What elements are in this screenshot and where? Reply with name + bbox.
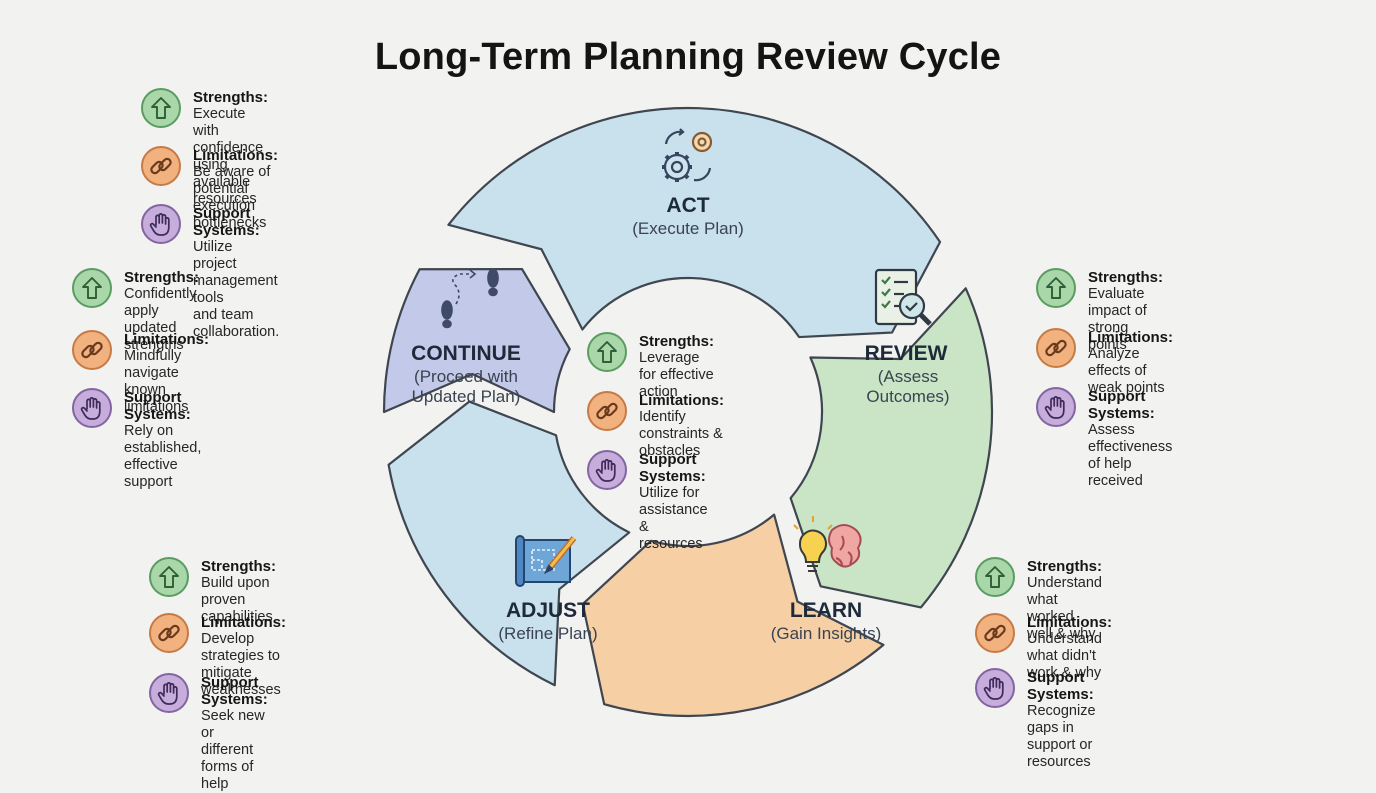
chain-link-icon bbox=[141, 146, 181, 186]
stage-learn-sub: (Gain Insights) bbox=[771, 624, 882, 643]
segment-adjust bbox=[387, 400, 631, 687]
learn-limitations: Limitations:Understand what didn't work … bbox=[975, 613, 1112, 682]
segment-continue bbox=[382, 268, 571, 414]
stage-learn-name: LEARN bbox=[790, 599, 862, 622]
center-support: Support Systems:Utilize for assistance &… bbox=[587, 450, 708, 553]
stage-adjust-sub: (Refine Plan) bbox=[498, 624, 597, 643]
arrow-up-icon bbox=[587, 332, 627, 372]
chain-link-icon bbox=[1036, 328, 1076, 368]
gears-icon bbox=[662, 128, 713, 182]
learn-support: Support Systems:Recognize gaps in suppor… bbox=[975, 668, 1096, 771]
chain-link-icon bbox=[72, 330, 112, 370]
stage-adjust-name: ADJUST bbox=[506, 599, 590, 622]
segment-act bbox=[447, 106, 942, 339]
stage-continue-sub2: Updated Plan) bbox=[412, 387, 521, 406]
arrow-up-icon bbox=[72, 268, 112, 308]
stage-act-sub: (Execute Plan) bbox=[632, 219, 744, 238]
continue-limitations: Limitations:Mindfully navigate known lim… bbox=[72, 330, 209, 416]
checklist-magnifier-icon bbox=[874, 268, 932, 326]
chain-link-icon bbox=[149, 613, 189, 653]
blueprint-pencil-icon bbox=[515, 535, 577, 587]
stage-continue-sub1: (Proceed with bbox=[414, 367, 518, 386]
act-limitations: Limitations:Be aware of potential execut… bbox=[141, 146, 278, 232]
arrow-up-icon bbox=[1036, 268, 1076, 308]
continue-strengths: Strengths:Confidently apply updated stre… bbox=[72, 268, 199, 354]
hand-icon bbox=[1036, 387, 1076, 427]
arrow-up-icon bbox=[141, 88, 181, 128]
hand-icon bbox=[141, 204, 181, 244]
chain-link-icon bbox=[587, 391, 627, 431]
segment-learn bbox=[581, 513, 885, 718]
hand-icon bbox=[587, 450, 627, 490]
arrow-up-icon bbox=[975, 557, 1015, 597]
page-title: Long-Term Planning Review Cycle bbox=[374, 36, 1002, 78]
hand-icon bbox=[72, 388, 112, 428]
center-limitations: Limitations:Identify constraints &obstac… bbox=[587, 391, 724, 460]
review-support: Support Systems:Assess effectiveness of … bbox=[1036, 387, 1172, 490]
act-support: Support Systems:Utilize project manageme… bbox=[141, 204, 279, 341]
hand-icon bbox=[975, 668, 1015, 708]
footsteps-icon bbox=[441, 268, 499, 329]
cycle-diagram: ACT (Execute Plan) REVIEW (Assess Outcom… bbox=[382, 106, 994, 718]
hand-icon bbox=[149, 673, 189, 713]
stage-continue-name: CONTINUE bbox=[411, 342, 521, 365]
adjust-strengths: Strengths:Build upon proven capabilities bbox=[149, 557, 276, 626]
stage-review-sub1: (Assess bbox=[878, 367, 938, 386]
arrow-up-icon bbox=[149, 557, 189, 597]
stage-review-sub2: Outcomes) bbox=[866, 387, 949, 406]
review-limitations: Limitations:Analyze effects of weak poin… bbox=[1036, 328, 1173, 397]
stage-review-name: REVIEW bbox=[865, 342, 948, 365]
chain-link-icon bbox=[975, 613, 1015, 653]
adjust-limitations: Limitations:Develop strategies to mitiga… bbox=[149, 613, 286, 699]
continue-support: Support Systems:Rely on established, eff… bbox=[72, 388, 201, 491]
adjust-support: Support Systems:Seek new or different fo… bbox=[149, 673, 268, 793]
lightbulb-brain-icon bbox=[793, 516, 862, 572]
stage-act-name: ACT bbox=[666, 194, 709, 217]
learn-strengths: Strengths:Understand what worked well & … bbox=[975, 557, 1102, 643]
